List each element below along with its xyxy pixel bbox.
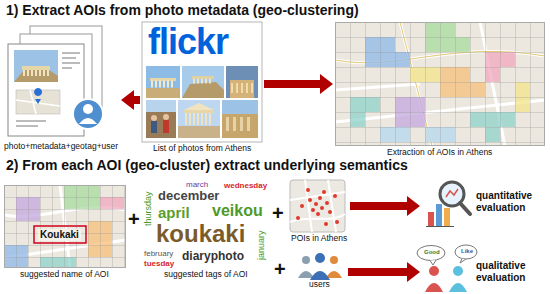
aoi-grid-map <box>335 22 545 146</box>
document-stack <box>8 26 103 136</box>
caption: suggested tags of AOI <box>164 270 248 280</box>
tag-word: february <box>144 249 173 258</box>
bubble-text: Like <box>461 248 473 255</box>
aoi-small-map <box>4 185 126 268</box>
qualitative-icon <box>417 245 477 292</box>
tag-word: veikou <box>212 202 263 220</box>
tag-word: diaryphoto <box>182 250 244 264</box>
caption: users <box>309 280 330 290</box>
arrow-head <box>320 74 333 94</box>
aoi-name-node: Koukaki suggested name of AOI <box>2 182 127 282</box>
arrow-shaft <box>134 96 140 104</box>
arrow-head <box>407 262 420 282</box>
tag-cloud-node: march thursday december wednesday veikou apri… <box>142 180 270 282</box>
bubble-text: Good <box>424 249 440 256</box>
arrow-shaft <box>264 80 320 88</box>
caption: suggested name of AOI <box>20 270 109 280</box>
document-node: photo+metadata+geotag+user <box>4 24 121 154</box>
caption: photo+metadata+geotag+user <box>4 142 118 152</box>
aoi-map-node: Extraction of AOIs in Athens <box>333 20 547 160</box>
tag-word: january <box>256 230 266 260</box>
tag-word: wednesday <box>224 181 267 190</box>
users-icon <box>298 253 342 280</box>
tag-word: tuesday <box>144 259 174 268</box>
flow-arrow <box>121 90 140 110</box>
tag-word: thursday <box>143 191 153 226</box>
plus-sign: + <box>272 202 284 225</box>
tag-word: december <box>158 189 219 204</box>
arrow-head <box>407 196 420 216</box>
section-heading: 2) From each AOI (geo-cluster) extract u… <box>6 157 408 173</box>
photo-list-node: flickrList of photos from Athens <box>140 22 264 156</box>
tag-word: koukaki <box>156 220 245 248</box>
caption: POIs in Athens <box>291 234 347 244</box>
flow-arrow <box>348 262 420 282</box>
arrow-shaft <box>348 268 407 276</box>
quantitative-node: quantitative evaluation <box>420 176 548 234</box>
eval-label: qualitative evaluation <box>476 260 546 283</box>
arrow-head <box>121 90 134 110</box>
highlight-box <box>34 226 86 243</box>
qualitative-node: Good Likequalitative evaluation <box>420 246 548 292</box>
map-label: Koukaki <box>38 229 81 241</box>
section-heading: 1) Extract AOIs from photo metadata (geo… <box>6 2 359 18</box>
poi-node: POIs in Athens <box>288 178 350 246</box>
plus-sign: + <box>274 258 286 281</box>
tag-word: march <box>186 180 208 189</box>
caption: List of photos from Athens <box>153 144 251 154</box>
poi-map <box>290 180 345 232</box>
eval-label: quantitative evaluation <box>476 190 546 213</box>
arrow-shaft <box>350 202 407 210</box>
logo-text: flickr <box>148 24 228 60</box>
flow-arrow <box>350 196 420 216</box>
plus-sign: + <box>128 208 140 231</box>
users-node: users <box>290 250 348 292</box>
caption: Extraction of AOIs in Athens <box>387 148 492 158</box>
photo-collage <box>142 22 262 142</box>
quantitative-icon <box>426 182 470 227</box>
flow-arrow <box>264 74 333 94</box>
tag-word: april <box>158 204 190 221</box>
